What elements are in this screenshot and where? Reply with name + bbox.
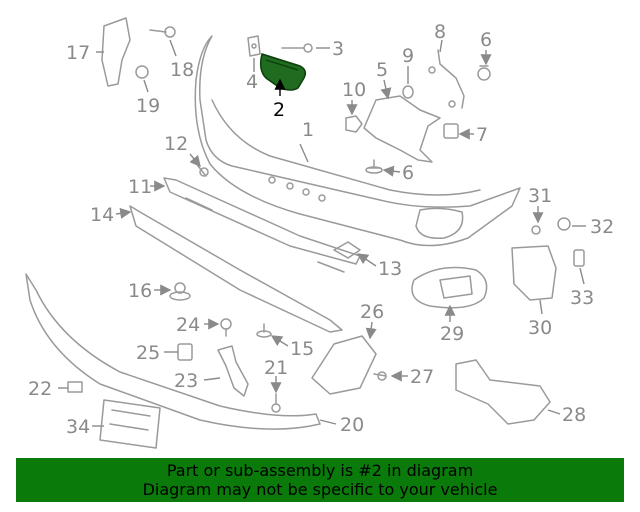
nut-clip-part-7[interactable]	[443, 123, 459, 139]
lower-bracket-part-28[interactable]	[455, 359, 551, 425]
side-bracket-part-5[interactable]	[363, 95, 441, 163]
callout-6b: 6	[402, 162, 414, 184]
callout-18: 18	[170, 59, 194, 81]
license-bracket-part-34[interactable]	[99, 399, 161, 449]
push-pin-part-16[interactable]	[169, 282, 191, 301]
bolt-part-3[interactable]	[281, 43, 313, 53]
clip-part-4[interactable]	[247, 35, 261, 57]
banner-line-part-number: Part or sub-assembly is #2 in diagram	[166, 461, 474, 480]
callout-5: 5	[376, 59, 388, 81]
nut-part-10[interactable]	[345, 115, 363, 133]
callout-30: 30	[528, 317, 552, 339]
callout-9: 9	[402, 45, 414, 67]
push-pin-part-32[interactable]	[557, 217, 571, 231]
callout-7: 7	[476, 124, 488, 146]
callout-32: 32	[590, 216, 614, 238]
highlighted-bracket-part-2[interactable]	[259, 53, 307, 91]
bracket-part-23[interactable]	[217, 345, 249, 397]
callout-24: 24	[176, 314, 200, 336]
callout-28: 28	[562, 404, 586, 426]
bracket-part-26[interactable]	[311, 335, 377, 395]
callout-2: 2	[273, 99, 285, 121]
screw-part-31[interactable]	[531, 225, 541, 235]
callout-13: 13	[378, 258, 402, 280]
side-shield-part-17[interactable]	[101, 17, 131, 87]
leader-lines	[58, 39, 586, 427]
pin-part-15[interactable]	[256, 323, 272, 338]
pin-part-6b[interactable]	[365, 159, 383, 174]
callout-15: 15	[290, 338, 314, 360]
callout-27: 27	[410, 366, 434, 388]
lower-trim-part-20[interactable]	[25, 273, 321, 430]
callout-23: 23	[174, 370, 198, 392]
screw-part-27[interactable]	[373, 371, 387, 381]
callout-8: 8	[434, 21, 446, 43]
callout-26: 26	[360, 301, 384, 323]
push-pin-part-24[interactable]	[220, 318, 232, 337]
washer-part-9[interactable]	[402, 85, 414, 99]
callout-33: 33	[570, 287, 594, 309]
clip-part-22[interactable]	[67, 381, 83, 393]
clip-part-13[interactable]	[333, 241, 361, 259]
callout-10: 10	[342, 79, 366, 101]
grille-strip-part-11[interactable]	[163, 177, 361, 273]
lamp-housing-part-30[interactable]	[511, 245, 557, 301]
callout-6a: 6	[480, 29, 492, 51]
clip-part-25[interactable]	[177, 343, 193, 361]
callout-12: 12	[164, 133, 188, 155]
callout-3: 3	[332, 38, 344, 60]
callout-20: 20	[340, 414, 364, 436]
info-banner: Part or sub-assembly is #2 in diagram Di…	[16, 458, 624, 502]
clip-part-33[interactable]	[573, 249, 585, 267]
screw-part-12[interactable]	[197, 165, 209, 177]
callout-14: 14	[90, 204, 114, 226]
nut-part-19[interactable]	[135, 65, 149, 79]
callout-21: 21	[264, 357, 288, 379]
banner-line-disclaimer: Diagram may not be specific to your vehi…	[142, 480, 498, 499]
callout-16: 16	[128, 280, 152, 302]
callout-22: 22	[28, 378, 52, 400]
callout-numbers: 1 2 3 4 5 6 6 7 8 9 10 11 12 13 14 15 16…	[28, 21, 614, 438]
lower-grille-part-14[interactable]	[129, 205, 343, 333]
callout-25: 25	[136, 342, 160, 364]
push-pin-part-6[interactable]	[477, 65, 491, 81]
bezel-part-29[interactable]	[411, 266, 488, 309]
screw-part-21[interactable]	[271, 393, 281, 413]
callout-11: 11	[128, 176, 152, 198]
callout-1: 1	[302, 119, 314, 141]
wire-bracket-part-8[interactable]	[428, 49, 465, 109]
callout-34: 34	[66, 416, 90, 438]
callout-17: 17	[66, 42, 90, 64]
callout-4: 4	[246, 71, 258, 93]
callout-19: 19	[136, 95, 160, 117]
callout-31: 31	[528, 185, 552, 207]
screw-part-18[interactable]	[149, 26, 176, 38]
bumper-cover-part[interactable]	[194, 35, 521, 247]
callout-29: 29	[440, 323, 464, 345]
